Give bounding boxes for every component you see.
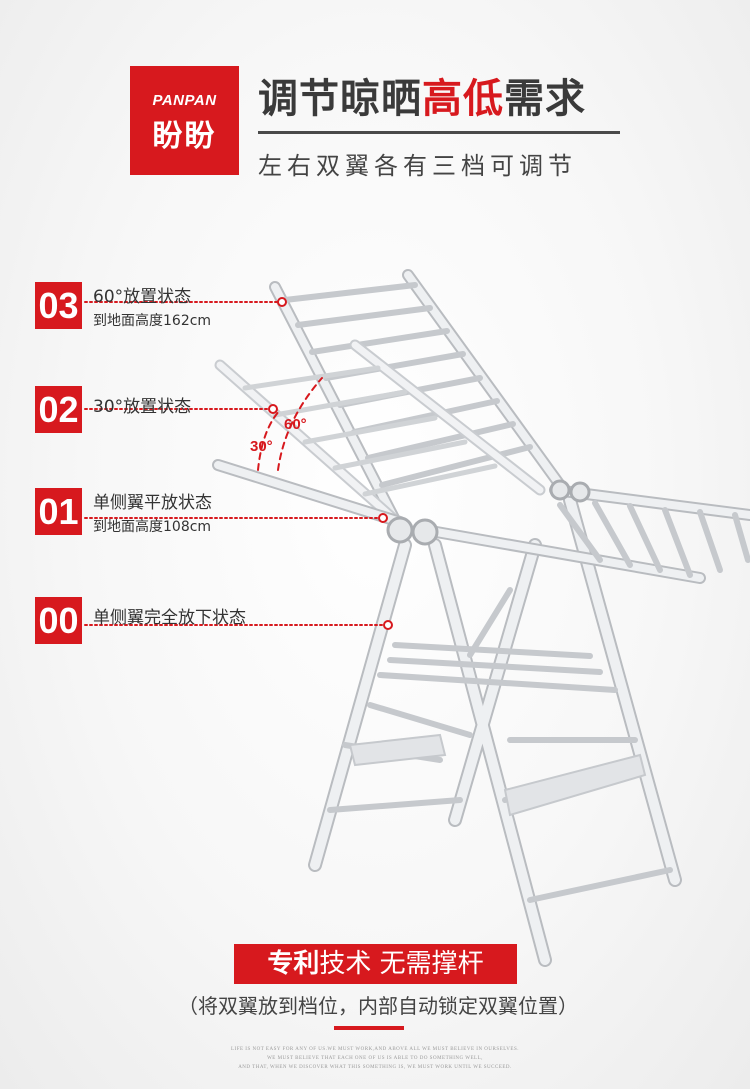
title-part1: 调节晾晒 <box>258 76 422 122</box>
state-height: 到地面高度162cm <box>93 313 212 329</box>
state-number: 01 <box>35 488 82 535</box>
state-number: 02 <box>35 386 82 433</box>
angle-label-30: 30° <box>250 438 273 455</box>
banner-rest: 技术 无需撑杆 <box>319 949 484 979</box>
title-part2: 需求 <box>504 76 586 122</box>
banner-bold: 专利 <box>267 949 320 979</box>
page-title: 调节晾晒高低需求 <box>258 66 586 124</box>
title-divider <box>258 131 620 134</box>
fine-print-2: WE MUST BELIEVE THAT EACH ONE OF US IS A… <box>267 1056 483 1061</box>
fine-print-3: AND THAT, WHEN WE DISCOVER WHAT THIS SOM… <box>238 1065 512 1070</box>
fine-print-1: LIFE IS NOT EASY FOR ANY OF US.WE MUST W… <box>230 1047 519 1052</box>
brand-name-en: PANPAN <box>152 92 217 109</box>
state-title: 30°放置状态 <box>93 397 192 417</box>
state-height: 到地面高度108cm <box>93 519 212 535</box>
lock-note: （将双翼放到档位，内部自动锁定双翼位置） <box>178 994 578 1018</box>
state-title: 单侧翼完全放下状态 <box>93 608 246 628</box>
note-divider <box>334 1026 404 1030</box>
state-title: 单侧翼平放状态 <box>93 493 212 513</box>
angle-label-60: 60° <box>284 416 307 433</box>
title-highlight: 高低 <box>422 76 504 122</box>
brand-name-cn: 盼盼 <box>152 119 217 154</box>
patent-banner: 专利技术 无需撑杆 <box>234 944 517 984</box>
brand-logo: PANPAN 盼盼 <box>130 66 239 175</box>
page-subtitle: 左右双翼各有三档可调节 <box>258 152 577 180</box>
state-number: 00 <box>35 597 82 644</box>
state-title: 60°放置状态 <box>93 287 192 307</box>
state-number: 03 <box>35 282 82 329</box>
